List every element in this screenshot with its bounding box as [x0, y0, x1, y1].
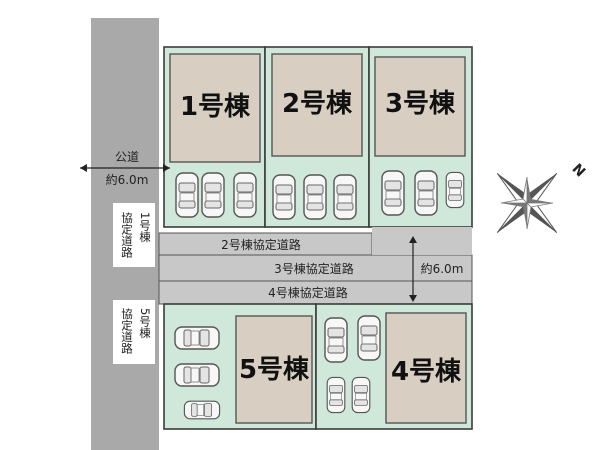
parking-car: [174, 326, 220, 350]
house-2-label: 2号棟: [282, 89, 353, 119]
parking-car: [326, 376, 346, 414]
agreement-road-5-box: [113, 300, 155, 364]
parking-car: [414, 170, 438, 216]
house-3-footprint: [374, 56, 466, 157]
lot-1: [163, 46, 266, 228]
parking-car: [183, 400, 221, 420]
parking-car: [357, 315, 381, 361]
parking-car: [333, 174, 357, 220]
house-4-label: 4号棟: [391, 357, 462, 387]
parking-car: [201, 172, 225, 218]
agreement-road-5-house: 5号棟: [138, 308, 152, 339]
public-road-width: 約6.0m: [106, 172, 149, 187]
compass-icon: [496, 172, 558, 234]
agreement-road-1-box: [113, 203, 155, 267]
lane-width-label: 約6.0m: [421, 261, 464, 276]
parking-car: [303, 174, 327, 220]
house-2-footprint: [271, 53, 363, 157]
lane-4-label: 4号棟協定道路: [268, 285, 348, 300]
agreement-road-1-label: 協定道路: [120, 211, 134, 259]
compass-north-label: N: [568, 161, 588, 181]
parking-car: [174, 363, 220, 387]
parking-car: [324, 317, 348, 363]
parking-car: [445, 171, 465, 209]
house-5-label: 5号棟: [239, 355, 310, 385]
house-5-footprint: [235, 315, 313, 424]
agreement-road-1-house: 1号棟: [138, 212, 152, 243]
house-1-footprint: [169, 53, 261, 163]
public-road-label: 公道: [115, 150, 139, 164]
house-4-footprint: [385, 312, 467, 424]
parking-car: [233, 172, 257, 218]
parking-car: [381, 170, 405, 216]
parking-car: [351, 376, 371, 414]
lane-3-label: 3号棟協定道路: [274, 261, 354, 276]
parking-car: [175, 172, 199, 218]
house-3-label: 3号棟: [385, 89, 456, 119]
house-1-label: 1号棟: [180, 92, 251, 122]
parking-car: [272, 174, 296, 220]
lane-2-label: 2号棟協定道路: [221, 237, 301, 252]
agreement-road-5-label: 協定道路: [120, 307, 134, 355]
lane-3-extension: [372, 227, 472, 255]
